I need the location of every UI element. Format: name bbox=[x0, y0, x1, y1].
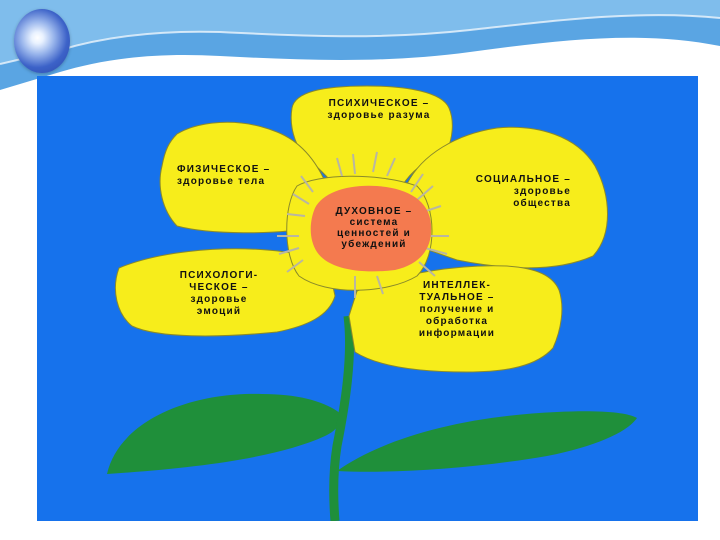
stem bbox=[329, 315, 355, 521]
petal-lower-right-label: ИНТЕЛЛЕК- ТУАЛЬНОЕ – получение и обработ… bbox=[418, 280, 496, 339]
right-leaf bbox=[337, 411, 637, 472]
slide-header-decoration bbox=[0, 0, 720, 90]
petal-upper-left-label: ФИЗИЧЕСКОЕ – здоровье тела bbox=[177, 164, 271, 187]
petal-top-label: ПСИХИЧЕСКОЕ – здоровье разума bbox=[327, 98, 431, 121]
center-label: ДУХОВНОЕ – система ценностей и убеждений bbox=[335, 206, 413, 250]
flower-health-diagram: ПСИХИЧЕСКОЕ – здоровье разума ФИЗИЧЕСКОЕ… bbox=[37, 76, 698, 521]
petal-veins bbox=[277, 151, 449, 298]
header-wave-shape bbox=[0, 0, 720, 90]
petal-lower-right bbox=[348, 265, 563, 373]
petal-lower-left-label: ПСИХОЛОГИ- ЧЕСКОЕ – здоровье эмоций bbox=[179, 270, 259, 317]
petal-lower-left bbox=[114, 248, 336, 337]
petal-upper-right bbox=[406, 126, 608, 269]
petal-upper-right-label: СОЦИАЛЬНОЕ – здоровье общества bbox=[475, 174, 571, 209]
flower-drawing bbox=[107, 85, 637, 521]
glossy-blue-orb-icon bbox=[14, 9, 70, 73]
left-leaf bbox=[107, 393, 342, 474]
petal-upper-left bbox=[159, 121, 328, 234]
flower-center bbox=[310, 185, 432, 272]
